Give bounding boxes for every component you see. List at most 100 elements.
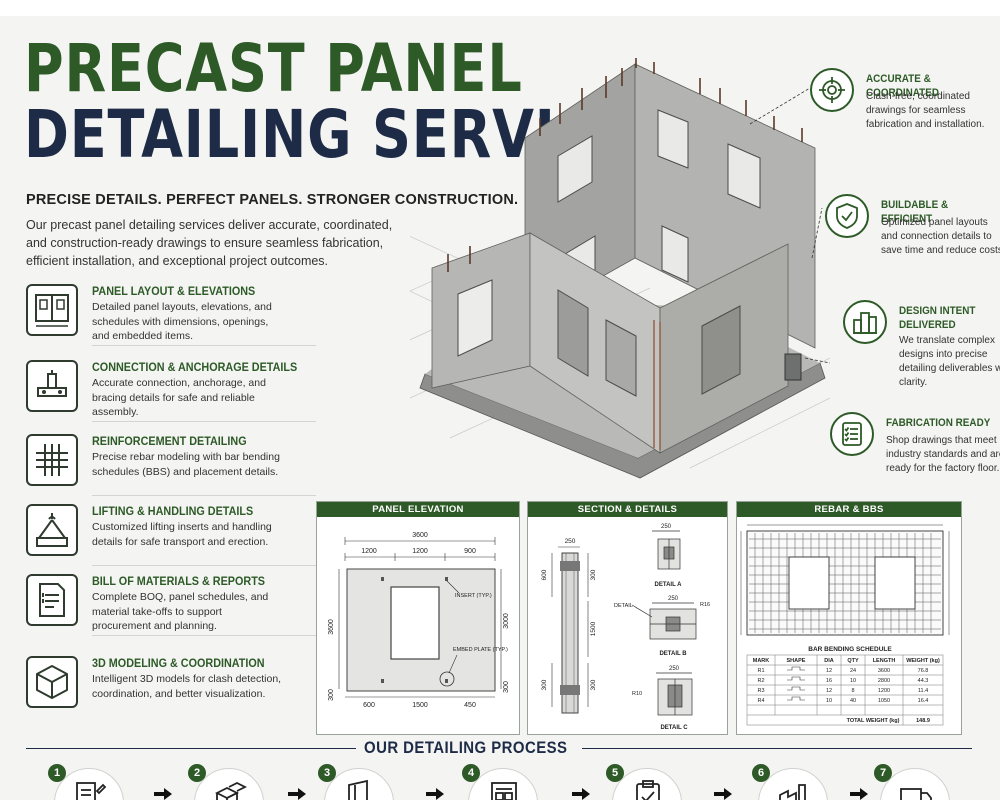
arrow-right-icon (288, 788, 306, 800)
buildings-icon (843, 300, 887, 344)
truck-icon (900, 788, 932, 800)
service-title: CONNECTION & ANCHORAGE DETAILS (92, 360, 298, 374)
dim-section-top: 250 (565, 538, 576, 545)
service-connection: CONNECTION & ANCHORAGE DETAILS Accurate … (26, 358, 316, 422)
service-panel-layout: PANEL LAYOUT & ELEVATIONS Detailed panel… (26, 282, 316, 346)
dim-section-right-bottom: 300 (590, 679, 597, 690)
panel-layout-icon (26, 284, 78, 336)
process-rule-right (582, 748, 972, 749)
divider (92, 635, 316, 636)
bbs-total-value: 148.9 (916, 718, 930, 724)
dim-bottom-1: 600 (363, 702, 375, 709)
arrow-right-icon (850, 788, 868, 800)
bbs-cell: 1200 (878, 688, 890, 694)
dim-overall-width: 3600 (412, 532, 428, 539)
bbs-col-shape: SHAPE (787, 658, 806, 664)
step-number: 1 (48, 764, 66, 782)
step-number: 4 (462, 764, 480, 782)
service-bill-of-materials: BILL OF MATERIALS & REPORTS Complete BOQ… (26, 572, 316, 636)
feature-title: FABRICATION READY (886, 417, 991, 429)
service-desc: Detailed panel layouts, elevations, and … (92, 301, 272, 342)
arrow-right-icon (572, 788, 590, 800)
bbs-cell: 12 (826, 668, 832, 674)
service-3d-modeling: 3D MODELING & COORDINATION Intelligent 3… (26, 654, 306, 718)
blocks-icon (214, 781, 247, 800)
bbs-cell: 1050 (878, 698, 890, 704)
service-desc: Complete BOQ, panel schedules, and mater… (92, 591, 269, 632)
bbs-cell: 16.4 (918, 698, 929, 704)
bbs-col-length: LENGTH (873, 658, 896, 664)
arrow-right-icon (154, 788, 172, 800)
top-strip (0, 0, 1000, 16)
bbs-cell: 11.4 (918, 688, 928, 694)
feature-desc: Optimized panel layouts and connection d… (881, 217, 1000, 256)
service-desc: Intelligent 3D models for clash detectio… (92, 673, 282, 700)
service-title: REINFORCEMENT DETAILING (92, 434, 247, 448)
dim-top-3: 900 (464, 548, 476, 555)
dim-section-mid: 1500 (590, 621, 597, 636)
bbs-cell: 2800 (878, 678, 890, 684)
bbs-cell: 3600 (878, 668, 890, 674)
rebar-bbs-drawing: BAR BENDING SCHEDULE MARK SHAPE DIA QTY … (740, 524, 950, 726)
dim-height-right: 3000 (503, 613, 510, 629)
callout-r16: R16 (700, 602, 710, 608)
bbs-col-mark: MARK (753, 658, 770, 664)
divider (92, 495, 316, 496)
bar-shape-icon (787, 676, 805, 681)
intro-text: Our precast panel detailing services del… (26, 218, 393, 268)
bbs-cell: 76.8 (918, 668, 929, 674)
feature-desc: We translate complex designs into precis… (899, 335, 1000, 388)
bbs-col-qty: QTY (847, 658, 859, 664)
bar-shape-icon (787, 686, 805, 691)
service-title: PANEL LAYOUT & ELEVATIONS (92, 284, 256, 298)
bbs-cell: 12 (826, 688, 832, 694)
process-rule-left (26, 748, 356, 749)
bbs-cell: 40 (850, 698, 856, 704)
page-title-line1: PRECAST PANEL (24, 30, 523, 107)
dim-height-left-bottom: 300 (328, 689, 335, 701)
dim-section-left-bottom: 300 (541, 679, 548, 690)
checklist-icon (830, 412, 874, 456)
bbs-cell: 24 (850, 668, 856, 674)
lifting-icon (26, 504, 78, 556)
section-details-header: SECTION & DETAILS (528, 502, 727, 517)
bbs-cell: R2 (757, 678, 764, 684)
dim-section-left-top: 600 (541, 569, 548, 580)
detail-a-dim: 250 (661, 524, 672, 530)
dim-height-right-bottom: 300 (503, 681, 510, 693)
target-icon (810, 68, 854, 112)
detail-c-dim: 250 (669, 666, 680, 672)
bbs-cell: 10 (826, 698, 832, 704)
detail-b-dim: 250 (668, 596, 679, 602)
feature-title: ACCURATE & COORDINATED (866, 73, 939, 99)
service-title: 3D MODELING & COORDINATION (92, 656, 265, 670)
dim-top-2: 1200 (412, 548, 428, 555)
clipboard-check-icon (636, 780, 660, 800)
report-icon (26, 574, 78, 626)
shield-check-icon (825, 194, 869, 238)
divider (92, 345, 316, 346)
bbs-col-dia: DIA (824, 658, 834, 664)
bbs-cell: 16 (826, 678, 832, 684)
bbs-cell: R1 (757, 668, 764, 674)
bbs-table-title: BAR BENDING SCHEDULE (808, 646, 892, 653)
bbs-cell: 8 (851, 688, 854, 694)
callout-r10: R10 (632, 691, 642, 697)
service-title: LIFTING & HANDLING DETAILS (92, 504, 254, 518)
dim-height-left: 3600 (328, 619, 335, 635)
cube-icon (26, 656, 78, 708)
precast-building-illustration (410, 58, 830, 479)
service-desc: Accurate connection, anchorage, and brac… (92, 377, 266, 418)
bar-shape-icon (787, 696, 805, 701)
bbs-col-weight: WEIGHT (kg) (906, 658, 940, 664)
divider (92, 421, 316, 422)
bbs-cell: R3 (757, 688, 764, 694)
step-number: 6 (752, 764, 770, 782)
bar-shape-icon (787, 666, 805, 671)
service-title: BILL OF MATERIALS & REPORTS (92, 574, 266, 588)
factory-icon (779, 784, 806, 800)
process-title: OUR DETAILING PROCESS (364, 738, 568, 757)
divider (92, 565, 316, 566)
feature-desc: Clash-free, coordinated drawings for sea… (866, 91, 985, 130)
feature-title: BUILDABLE & EFFICIENT (881, 199, 949, 225)
